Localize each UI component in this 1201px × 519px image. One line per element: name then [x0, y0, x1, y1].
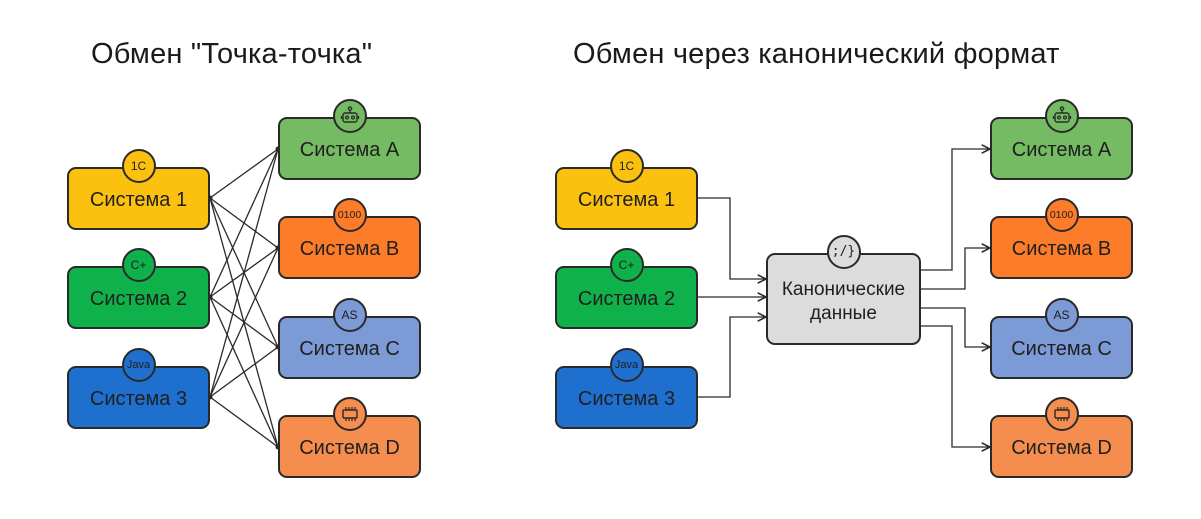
p2p-target-system-b[interactable]: 0100 Система B	[278, 198, 421, 279]
badge-java: Java	[121, 348, 156, 382]
canon-target-system-b[interactable]: 0100 Система B	[990, 198, 1133, 279]
canon-target-system-c[interactable]: AS Система C	[990, 298, 1133, 379]
p2p-source-system-1[interactable]: 1C Система 1	[67, 149, 210, 230]
p2p-source-system-3[interactable]: Java Система 3	[67, 348, 210, 429]
canonical-data-node[interactable]: ;/} Канонические данные	[766, 235, 921, 345]
canon-link-target-c	[921, 307, 990, 347]
p2p-source-system-2[interactable]: C+ Система 2	[67, 248, 210, 329]
node-label: Система 1	[577, 189, 676, 211]
canon-link-target-d	[921, 325, 990, 447]
canon-link-target-a	[921, 149, 990, 271]
node-label: Система A	[1011, 139, 1112, 161]
badge-1c: 1C	[121, 149, 156, 183]
canon-source-system-1[interactable]: 1C Система 1	[555, 149, 698, 230]
p2p-target-system-d[interactable]: Система D	[278, 397, 421, 478]
badge-0100: 0100	[1044, 198, 1079, 232]
node-label: Система B	[1011, 238, 1112, 260]
p2p-link-2-3	[209, 296, 279, 348]
canon-source-system-2[interactable]: C+ Система 2	[555, 248, 698, 329]
p2p-link-2-4	[209, 296, 279, 448]
center-label-line-1: Канонические	[781, 279, 906, 300]
node-label: Система B	[299, 238, 400, 260]
title-canonical-format: Обмен через канонический формат	[573, 38, 1060, 70]
canon-link-target-b	[921, 248, 990, 290]
robot-icon	[332, 99, 367, 133]
node-label: Система 2	[89, 288, 188, 310]
p2p-link-2-2	[209, 247, 279, 298]
p2p-link-3-1	[209, 148, 279, 398]
chip-icon	[1044, 397, 1079, 431]
canon-link-source-3	[698, 317, 766, 398]
robot-icon	[1044, 99, 1079, 133]
p2p-target-system-a[interactable]: Система A	[278, 99, 421, 180]
p2p-link-1-3	[209, 197, 279, 348]
p2p-link-3-2	[209, 247, 279, 398]
p2p-link-2-1	[209, 148, 279, 298]
canon-target-system-d[interactable]: Система D	[990, 397, 1133, 478]
node-label: Система A	[299, 139, 400, 161]
canon-link-source-1	[698, 197, 766, 279]
p2p-link-1-4	[209, 197, 279, 448]
badge-1c: 1C	[609, 149, 644, 183]
badge-cplus: C+	[609, 248, 644, 282]
badge-as: AS	[1044, 298, 1079, 332]
node-label: Система 1	[89, 189, 188, 211]
chip-icon	[332, 397, 367, 431]
badge-java: Java	[609, 348, 644, 382]
node-label: Система D	[1011, 437, 1112, 459]
center-label-line-2: данные	[810, 303, 877, 324]
code-icon: ;/}	[826, 235, 861, 269]
node-label: Система C	[299, 338, 400, 360]
badge-cplus: C+	[121, 248, 156, 282]
node-label: Система C	[1011, 338, 1112, 360]
p2p-link-3-4	[209, 396, 279, 448]
node-label: Система 3	[89, 388, 188, 410]
title-point-to-point: Обмен "Точка-точка"	[91, 38, 373, 70]
canon-source-system-3[interactable]: Java Система 3	[555, 348, 698, 429]
p2p-target-system-c[interactable]: AS Система C	[278, 298, 421, 379]
node-label: Система D	[299, 437, 400, 459]
canonical-data-label: Канонические данные	[782, 278, 905, 326]
canon-target-system-a[interactable]: Система A	[990, 99, 1133, 180]
p2p-link-1-1	[209, 148, 279, 199]
badge-as: AS	[332, 298, 367, 332]
p2p-link-3-3	[209, 346, 279, 398]
node-label: Система 2	[577, 288, 676, 310]
node-label: Система 3	[577, 388, 676, 410]
badge-0100: 0100	[332, 198, 367, 232]
p2p-link-1-2	[209, 197, 279, 249]
